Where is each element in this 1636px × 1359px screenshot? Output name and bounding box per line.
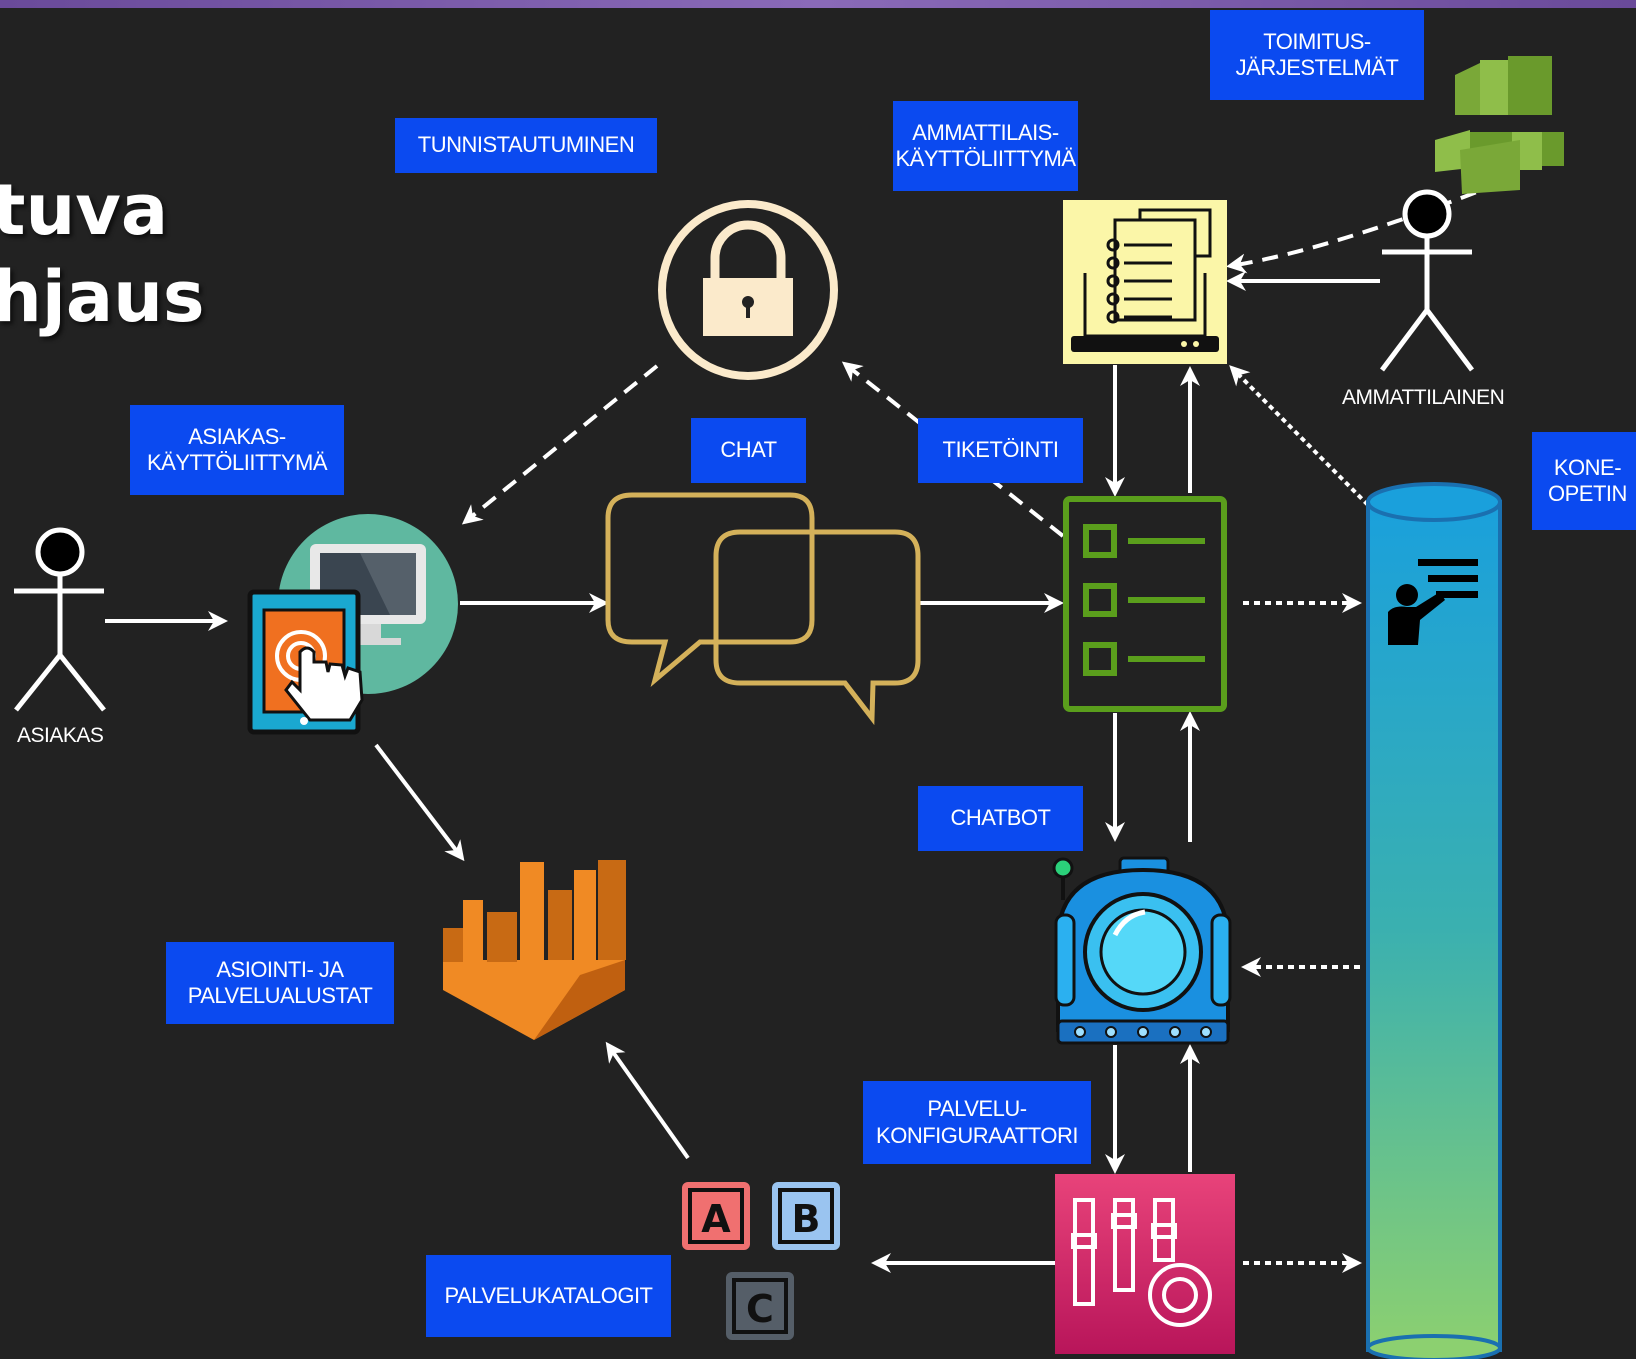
config-sliders-icon bbox=[1055, 1174, 1235, 1354]
connector-arrows bbox=[105, 181, 1501, 1273]
label-chat: CHAT bbox=[691, 418, 806, 483]
top-accent-bar bbox=[0, 0, 1636, 8]
presenter-icon bbox=[1388, 559, 1478, 645]
device-touch-icon bbox=[247, 514, 458, 735]
professional-terminal-icon bbox=[1063, 200, 1227, 364]
label-toimitusjarjestelmat: TOIMITUS- JÄRJESTELMÄT bbox=[1210, 10, 1424, 100]
label-asiointi-palvelualustat: ASIOINTI- JA PALVELUALUSTAT bbox=[166, 942, 394, 1024]
slide-title-line-1: tuva bbox=[0, 169, 169, 251]
label-ammattilais-kayttoliittyma: AMMATTILAIS- KÄYTTÖLIITTYMÄ bbox=[893, 101, 1078, 191]
block-letter-a: A bbox=[701, 1197, 731, 1241]
analytics-bars-icon bbox=[443, 860, 626, 1040]
stick-figure-icon bbox=[1380, 189, 1474, 372]
stick-figure-icon bbox=[14, 527, 106, 712]
label-asiakas-kayttoliittyma: ASIAKAS- KÄYTTÖLIITTYMÄ bbox=[130, 405, 344, 495]
actor-name-ammattilainen: AMMATTILAINEN bbox=[1342, 386, 1505, 409]
label-palvelukonfiguraattori: PALVELU- KONFIGURAATTORI bbox=[863, 1081, 1091, 1164]
arrow-systems-to-terminal bbox=[1226, 181, 1501, 274]
arrow-catalog-to-platforms bbox=[605, 1041, 690, 1160]
label-koneoppiminen: KONE- OPETIN bbox=[1532, 432, 1636, 530]
database-cylinder-icon bbox=[1366, 482, 1502, 1359]
abc-blocks-icon: A B C bbox=[678, 1178, 844, 1344]
arrow-auth-to-ui bbox=[461, 364, 659, 525]
robot-pod-icon bbox=[1052, 856, 1232, 1045]
ticket-list-icon bbox=[1063, 496, 1227, 712]
block-letter-b: B bbox=[792, 1197, 821, 1241]
arrow-ui-to-platforms bbox=[374, 743, 465, 862]
servers-icon bbox=[1435, 56, 1564, 194]
label-tiketointi: TIKETÖINTI bbox=[918, 418, 1083, 483]
lock-icon bbox=[658, 200, 838, 380]
slide-title-line-2: hjaus bbox=[0, 256, 205, 338]
chat-bubbles-icon bbox=[605, 492, 921, 726]
label-tunnistautuminen: TUNNISTAUTUMINEN bbox=[395, 118, 657, 173]
block-letter-c: C bbox=[746, 1287, 774, 1331]
actor-name-asiakas: ASIAKAS bbox=[17, 724, 104, 747]
label-palvelukatalogit: PALVELUKATALOGIT bbox=[426, 1255, 671, 1337]
label-chatbot: CHATBOT bbox=[918, 786, 1083, 851]
